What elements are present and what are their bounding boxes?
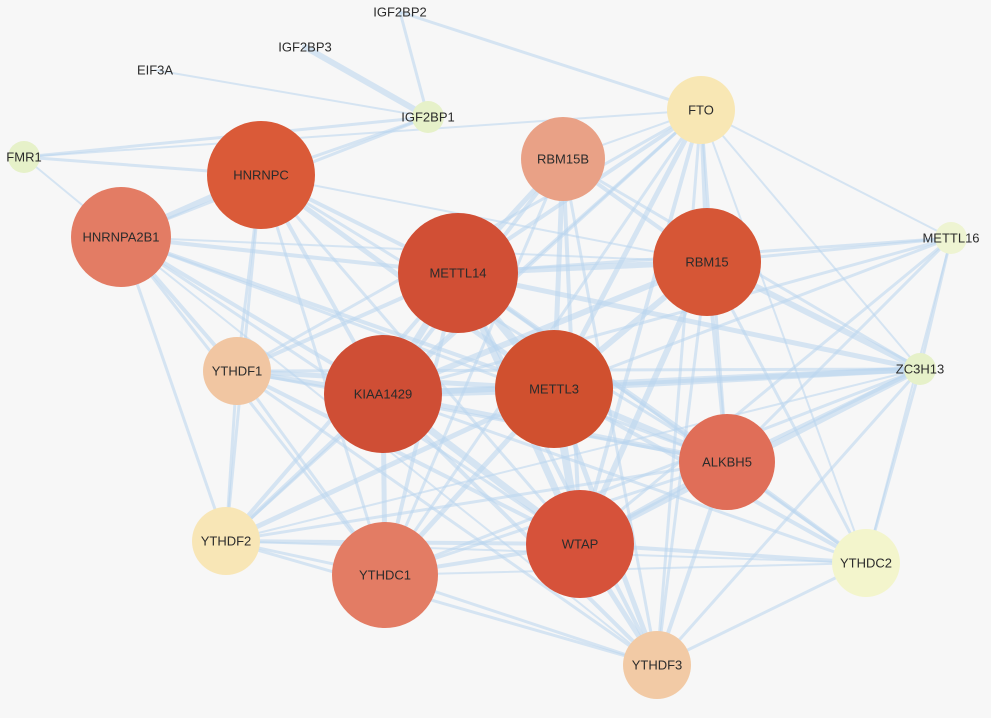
edge-ythdc1-zc3h13: [383, 367, 922, 577]
node-circle-fmr1: [8, 141, 40, 173]
node-label-fto: FTO: [688, 103, 714, 118]
node-rbm15b[interactable]: RBM15B: [521, 117, 605, 201]
node-label-igf2bp3: IGF2BP3: [278, 40, 331, 55]
node-label-ythdc2: YTHDC2: [840, 556, 892, 571]
node-label-fmr1: FMR1: [6, 150, 41, 165]
node-ythdc2[interactable]: YTHDC2: [832, 529, 900, 597]
node-label-eif3a: EIF3A: [137, 63, 173, 78]
edge-mettl14-ythdf3: [456, 271, 659, 667]
node-rbm15[interactable]: RBM15: [653, 208, 761, 316]
node-mettl14[interactable]: METTL14: [398, 213, 518, 333]
node-label-hnrnpa2b1: HNRNPA2B1: [82, 230, 159, 245]
edge-mettl3-mettl16: [552, 236, 953, 391]
node-label-ythdc1: YTHDC1: [359, 568, 411, 583]
node-eif3a[interactable]: EIF3A: [137, 63, 173, 78]
node-label-ythdf1: YTHDF1: [212, 364, 263, 379]
node-kiaa1429[interactable]: KIAA1429: [324, 335, 442, 453]
node-circle-wtap: [526, 490, 634, 598]
node-circle-hnrnpc: [207, 121, 315, 229]
edge-kiaa1429-zc3h13: [380, 366, 923, 397]
node-zc3h13[interactable]: ZC3H13: [896, 353, 944, 385]
node-circle-kiaa1429: [324, 335, 442, 453]
node-circle-zc3h13: [904, 353, 936, 385]
edge-wtap-ythdf1: [235, 369, 582, 546]
edge-ythdf2-ythdf3: [224, 539, 659, 667]
edge-hnrnpc-rbm15: [260, 174, 708, 263]
node-circle-ythdc1: [332, 522, 438, 628]
node-alkbh5[interactable]: ALKBH5: [679, 414, 775, 510]
node-label-rbm15: RBM15: [685, 255, 728, 270]
edge-hnrnpa2b1-ythdc1: [119, 235, 387, 577]
node-ythdc1[interactable]: YTHDC1: [332, 522, 438, 628]
node-label-alkbh5: ALKBH5: [702, 455, 752, 470]
edge-kiaa1429-mettl16: [381, 236, 953, 396]
edge-ythdf3-ythdc2: [655, 561, 868, 667]
edge-ythdf2-zc3h13: [225, 368, 921, 542]
node-circle-igf2bp1: [412, 101, 444, 133]
node-label-mettl14: METTL14: [429, 266, 486, 281]
edge-fto-mettl16: [700, 109, 952, 239]
node-fmr1[interactable]: FMR1: [6, 141, 42, 173]
node-circle-fto: [667, 76, 735, 144]
edge-fto-ythdf3: [655, 108, 703, 667]
edge-igf2bp3-igf2bp1: [302, 44, 431, 120]
node-label-wtap: WTAP: [562, 537, 599, 552]
node-circle-mettl16: [935, 222, 967, 254]
node-label-zc3h13: ZC3H13: [896, 362, 944, 377]
edge-rbm15b-ythdc1: [383, 157, 565, 577]
node-wtap[interactable]: WTAP: [526, 490, 634, 598]
edge-mettl14-zc3h13: [455, 270, 923, 372]
edges-layer: [22, 10, 953, 668]
node-ythdf1[interactable]: YTHDF1: [203, 337, 271, 405]
edge-mettl3-ythdf2: [223, 386, 557, 544]
edge-alkbh5-ythdf1: [235, 369, 729, 464]
node-circle-rbm15b: [521, 117, 605, 201]
node-circle-ythdf3: [623, 631, 691, 699]
node-circle-hnrnpa2b1: [71, 187, 171, 287]
edge-eif3a-igf2bp1: [154, 69, 429, 118]
edge-hnrnpa2b1-alkbh5: [119, 235, 729, 464]
edge-rbm15-ythdc2: [705, 260, 868, 565]
node-ythdf2[interactable]: YTHDF2: [192, 507, 260, 575]
node-mettl16[interactable]: METTL16: [922, 222, 980, 254]
node-igf2bp1[interactable]: IGF2BP1: [401, 101, 455, 133]
node-circle-ythdc2: [832, 529, 900, 597]
node-label-hnrnpc: HNRNPC: [233, 168, 289, 183]
node-igf2bp2[interactable]: IGF2BP2: [373, 5, 426, 20]
edge-ythdf1-ythdf3: [235, 369, 659, 667]
node-circle-rbm15: [653, 208, 761, 316]
node-fto[interactable]: FTO: [667, 76, 735, 144]
node-circle-ythdf1: [203, 337, 271, 405]
node-hnrnpa2b1[interactable]: HNRNPA2B1: [71, 187, 171, 287]
edge-ythdf3-zc3h13: [655, 367, 922, 667]
edge-alkbh5-mettl16: [725, 236, 953, 464]
edge-fto-ythdc2: [700, 109, 867, 564]
edge-igf2bp2-igf2bp1: [398, 10, 430, 119]
node-ythdf3[interactable]: YTHDF3: [623, 631, 691, 699]
node-circle-ythdf2: [192, 507, 260, 575]
edge-wtap-mettl16: [578, 236, 953, 546]
node-hnrnpc[interactable]: HNRNPC: [207, 121, 315, 229]
node-label-kiaa1429: KIAA1429: [354, 387, 413, 402]
edge-hnrnpa2b1-ythdf2: [119, 235, 228, 543]
node-label-ythdf2: YTHDF2: [201, 534, 252, 549]
node-label-igf2bp1: IGF2BP1: [401, 110, 454, 125]
node-label-mettl16: METTL16: [922, 231, 979, 246]
node-circle-alkbh5: [679, 414, 775, 510]
node-label-igf2bp2: IGF2BP2: [373, 5, 426, 20]
node-circle-mettl3: [495, 330, 613, 448]
node-igf2bp3[interactable]: IGF2BP3: [278, 40, 331, 55]
edge-fto-zc3h13: [700, 109, 921, 370]
node-label-rbm15b: RBM15B: [537, 152, 589, 167]
edge-igf2bp2-fto: [398, 10, 703, 112]
edge-fmr1-fto: [23, 109, 702, 158]
node-circle-mettl14: [398, 213, 518, 333]
node-label-ythdf3: YTHDF3: [632, 658, 683, 673]
node-mettl3[interactable]: METTL3: [495, 330, 613, 448]
edge-fto-wtap: [578, 108, 703, 546]
node-label-mettl3: METTL3: [529, 382, 579, 397]
